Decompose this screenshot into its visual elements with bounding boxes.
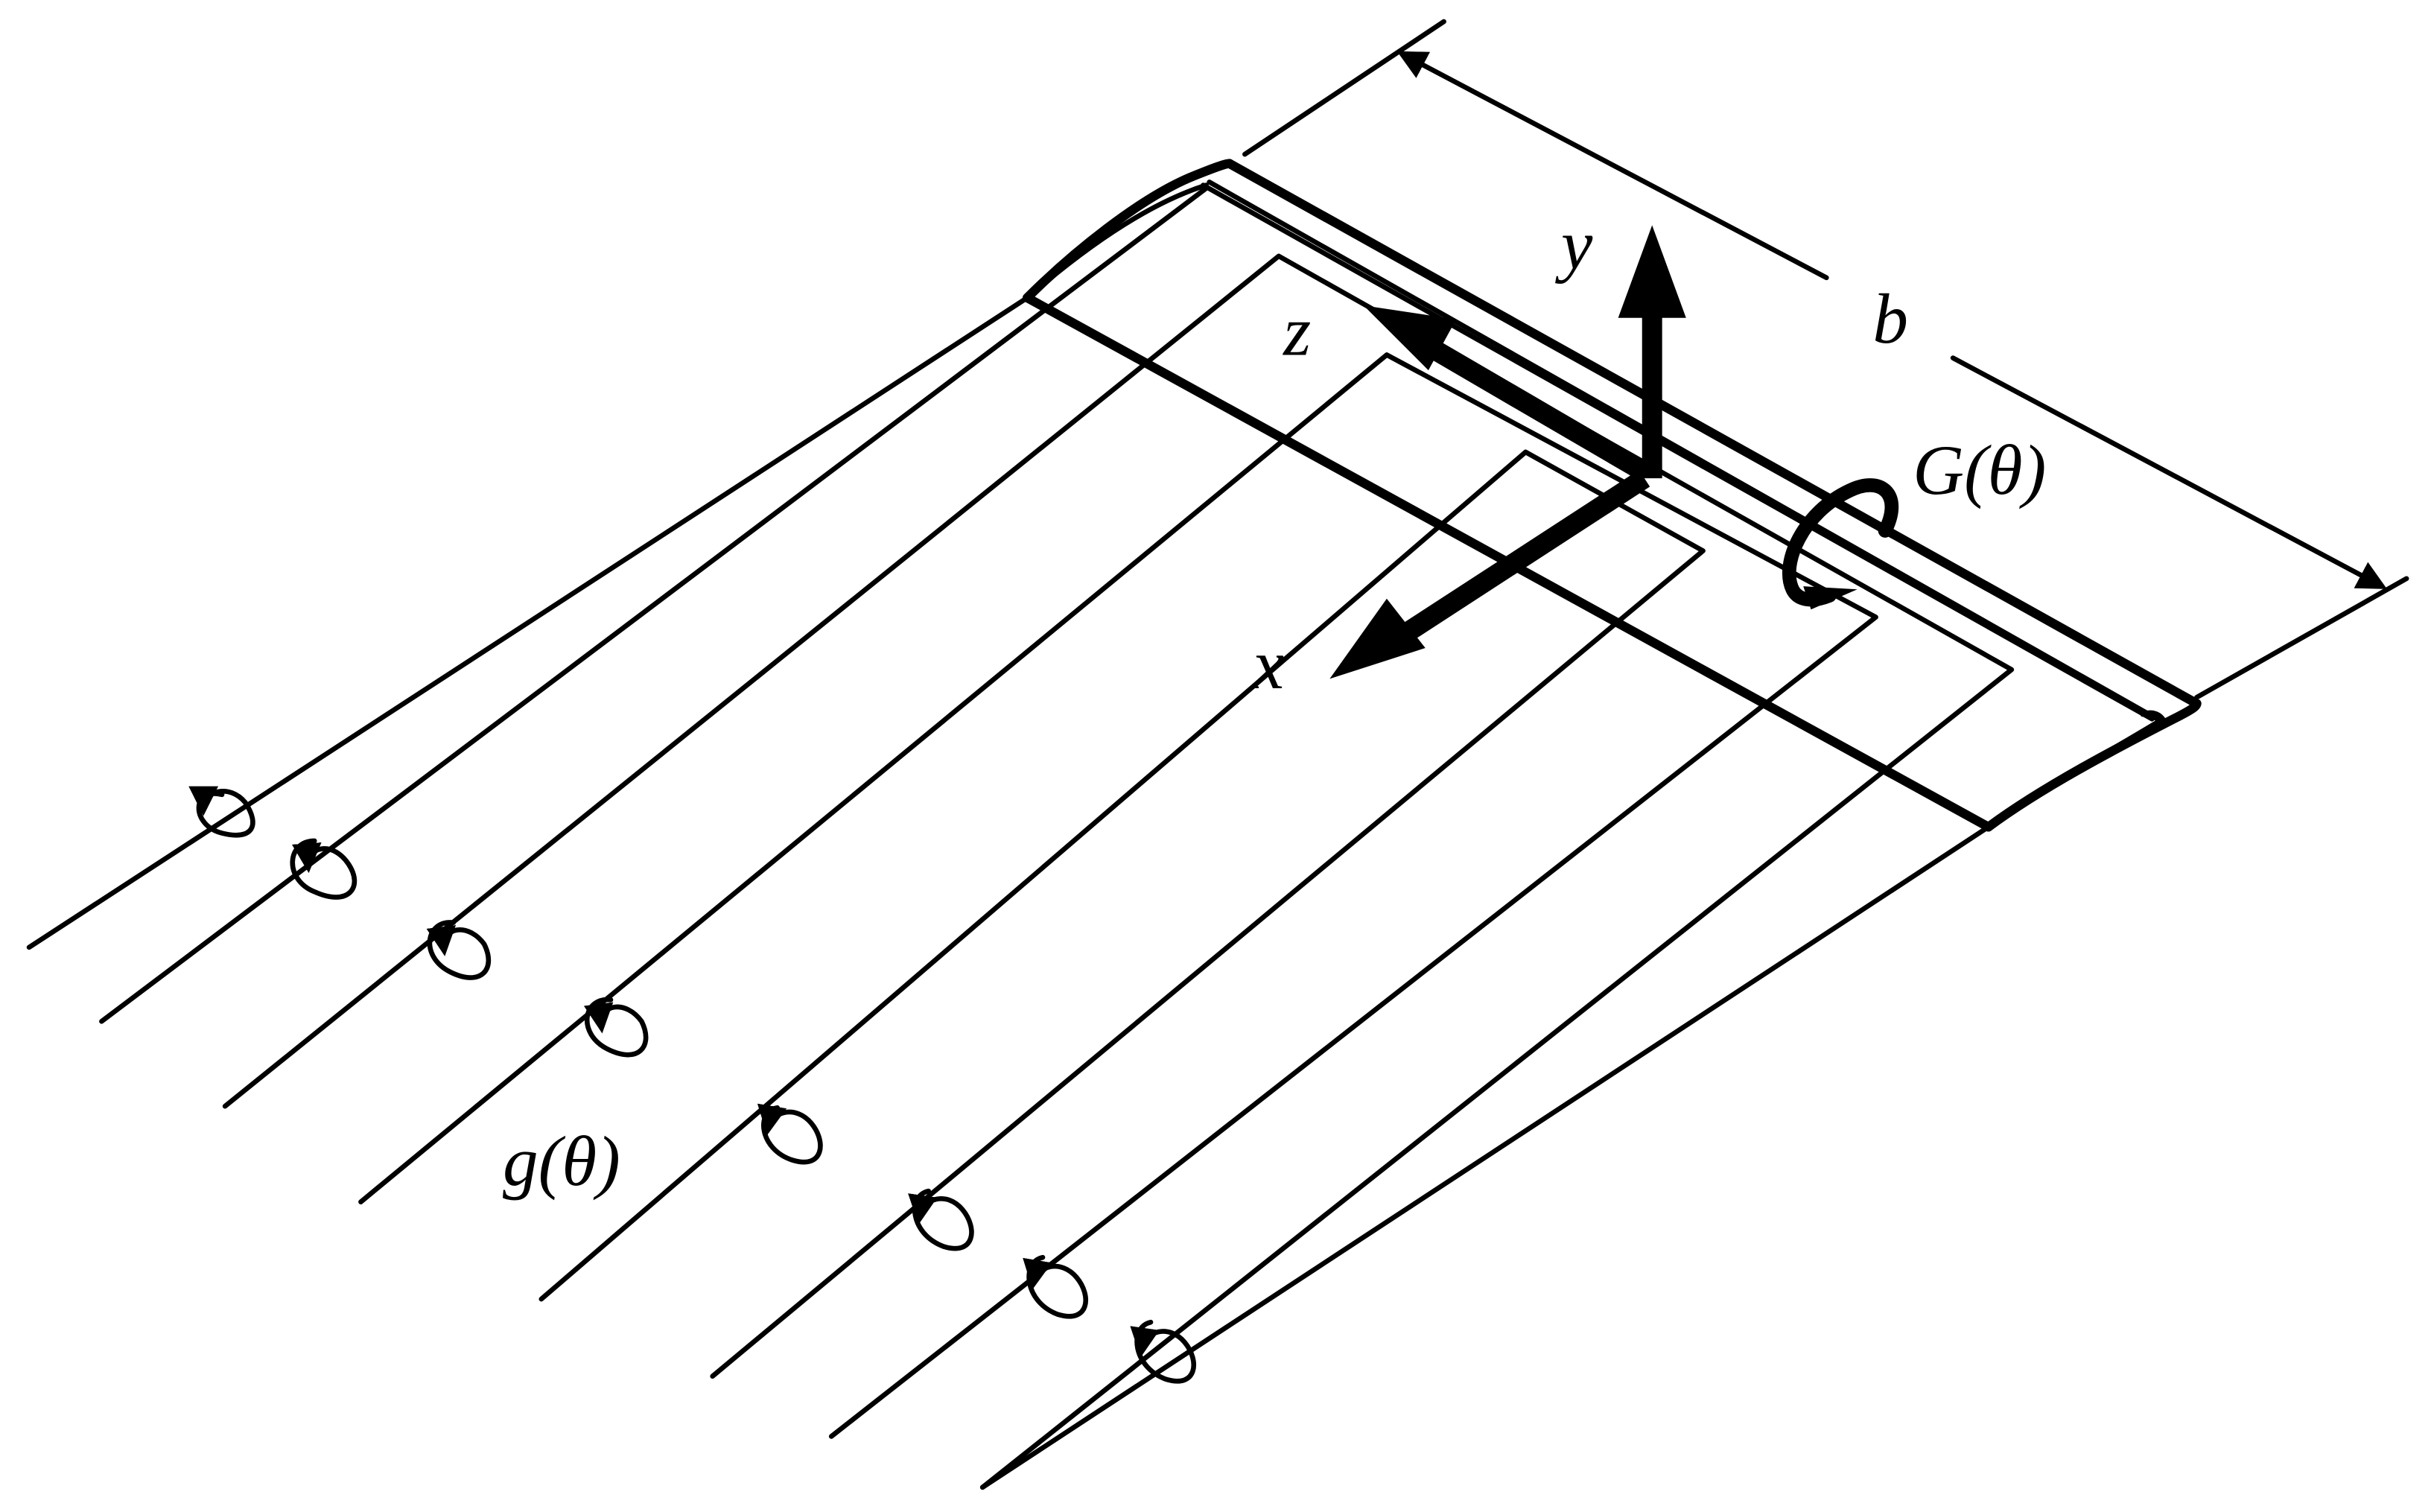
wing-leading-edge: [1224, 159, 2202, 708]
swirl-icon: [426, 920, 492, 980]
swirl-icon: [757, 1103, 823, 1165]
bound-circulation: G(θ): [1782, 431, 2046, 610]
swirl-icon: [188, 786, 255, 838]
y-axis-arrowhead-icon: [1618, 225, 1686, 318]
y-axis-label: y: [1555, 205, 1593, 284]
coordinate-axes: y z x: [1251, 205, 1686, 704]
span-extension-line-right: [2194, 576, 2409, 700]
x-axis: [1396, 469, 1650, 644]
swirl-icon: [583, 997, 649, 1058]
span-label: b: [1872, 279, 1908, 358]
bound-circulation-arrowhead-icon: [1803, 586, 1858, 610]
swirl-icon: [290, 838, 358, 900]
x-axis-arrowhead-icon: [1329, 598, 1426, 679]
trailing-circulation-label: g(θ): [503, 1122, 620, 1201]
bound-circulation-label: G(θ): [1913, 431, 2046, 509]
swirl-icon: [1023, 1254, 1089, 1319]
horseshoe-vortex-middle: [358, 352, 1878, 1439]
wing-tip-left-airfoil: [1023, 159, 1234, 303]
z-axis: [1417, 334, 1650, 481]
x-axis-label: x: [1251, 625, 1284, 704]
horseshoe-vortex-inner: [538, 449, 1706, 1379]
swirl-icon: [908, 1188, 974, 1251]
span-extension-line-left: [1242, 19, 1446, 157]
span-dimension: b: [1242, 19, 2409, 700]
horseshoe-vortex-outer: [222, 253, 2015, 1490]
trailing-vortex-line: [979, 824, 1992, 1490]
wing-tip-right-camber: [1986, 710, 2166, 830]
span-dimension-line-upper: [1396, 51, 1829, 281]
trailing-vortex-lines: [26, 185, 1992, 1490]
swirl-icon: [1130, 1319, 1197, 1384]
z-axis-arrowhead-icon: [1363, 305, 1457, 371]
bound-circulation-swirl-icon: [1782, 478, 1899, 607]
trailing-vortex-line: [99, 185, 1209, 1024]
trailing-vortex-line: [26, 295, 1030, 950]
horseshoe-vortices: [222, 253, 2015, 1490]
trailing-circulation-swirls: [188, 786, 1197, 1384]
z-axis-label: z: [1282, 291, 1311, 370]
bound-vortex-line-1: [1207, 180, 2166, 725]
wing-tip-left-camber: [1024, 182, 1209, 301]
span-dimension-line-lower: [1950, 355, 2388, 589]
bound-vortex-line-2: [1201, 182, 2155, 722]
